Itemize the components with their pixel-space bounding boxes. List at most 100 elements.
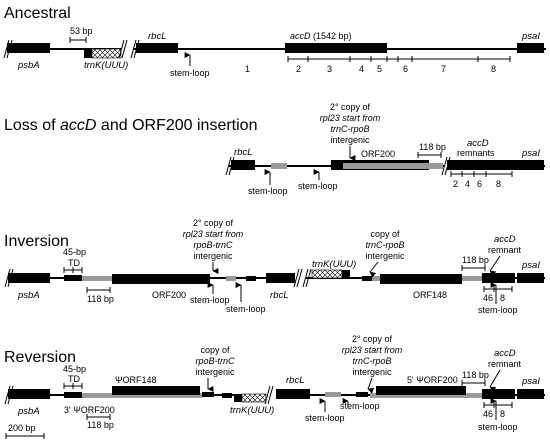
gene-psai bbox=[517, 273, 544, 283]
break-mark bbox=[228, 156, 235, 176]
label-td: 45-bp bbox=[63, 364, 86, 374]
label-trnk: trnK(UUU) bbox=[84, 60, 128, 71]
segment-label: 46 bbox=[483, 409, 493, 419]
region-grey bbox=[82, 393, 202, 398]
gene-accd-remnant bbox=[482, 389, 515, 399]
gene-trnk-exon bbox=[342, 270, 350, 278]
label-copy-line: intergenic bbox=[352, 367, 392, 377]
pointer-arrow bbox=[367, 377, 375, 394]
segment-label: 8 bbox=[496, 179, 501, 189]
segment-label: 8 bbox=[500, 293, 505, 303]
label-accd: accD bbox=[494, 348, 516, 359]
label-copy-line: rpl23 start from bbox=[320, 113, 381, 123]
break-mark bbox=[264, 385, 271, 405]
label-psba: psbA bbox=[17, 406, 40, 417]
label-copy-line: trnC-rpoB bbox=[330, 124, 369, 134]
label-remnant: remnant bbox=[488, 245, 522, 255]
gene-psai bbox=[517, 43, 544, 53]
label-psai: psaI bbox=[521, 31, 540, 42]
label-rbcl: rbcL bbox=[234, 147, 252, 158]
segment-label: 6 bbox=[403, 64, 408, 74]
label-copy-line: rpl23 start from bbox=[342, 345, 403, 355]
panel-loss: Loss of accD and ORF200 insertion 2° cop… bbox=[4, 102, 545, 196]
break-mark bbox=[118, 39, 125, 59]
segment-ticks bbox=[287, 56, 511, 62]
gene-rbcl bbox=[266, 273, 295, 283]
label-orf148: ORF148 bbox=[413, 290, 447, 300]
label-psba: psbA bbox=[17, 60, 40, 71]
label-copy-line: rpoB-trnC bbox=[195, 356, 235, 366]
pointer-arrow bbox=[369, 261, 379, 278]
label-copy-line: copy of bbox=[370, 229, 400, 239]
break-mark bbox=[3, 39, 10, 59]
segment-label: 2 bbox=[453, 179, 458, 189]
gene-rbcl bbox=[231, 160, 255, 170]
gene-accd bbox=[285, 43, 387, 53]
label-orf200: ORF200 bbox=[361, 149, 395, 159]
break-mark bbox=[6, 39, 13, 59]
gene-trnk-exon bbox=[234, 394, 242, 402]
label-stem-loop: stem-loop bbox=[305, 413, 345, 423]
label-copy-line: intergenic bbox=[330, 135, 370, 145]
region-grey bbox=[325, 392, 341, 397]
label-td: TD bbox=[68, 258, 80, 268]
segment-label: 4 bbox=[465, 179, 470, 189]
break-mark bbox=[441, 156, 448, 176]
label-stem-loop: stem-loop bbox=[226, 304, 266, 314]
gene-trnk-intron bbox=[91, 48, 122, 59]
gene-psba bbox=[8, 389, 50, 399]
label-orf200: ORF200 bbox=[152, 290, 186, 300]
region-grey bbox=[226, 276, 236, 281]
label-118bp: 118 bp bbox=[87, 420, 114, 430]
segment-label: 8 bbox=[491, 64, 496, 74]
break-mark bbox=[4, 268, 11, 288]
break-mark bbox=[7, 385, 14, 405]
break-mark bbox=[225, 156, 232, 176]
region-grey bbox=[271, 163, 287, 169]
region-trnc bbox=[356, 392, 368, 397]
gene-trnk-exon bbox=[84, 49, 92, 58]
break-mark bbox=[267, 385, 274, 405]
region-trnc bbox=[362, 276, 372, 281]
break-mark bbox=[133, 39, 140, 59]
gene-psba bbox=[7, 43, 50, 53]
label-accd: accD (1542 bp) bbox=[290, 31, 352, 41]
break-mark bbox=[296, 268, 303, 288]
label-stem-loop: stem-loop bbox=[190, 295, 230, 305]
label-psiorf148: ΨORF148 bbox=[115, 375, 157, 385]
segment-label: 8 bbox=[500, 409, 505, 419]
panel-title-inversion: Inversion bbox=[4, 233, 69, 250]
gene-orf148 bbox=[380, 274, 462, 284]
panel-inversion: Inversion 45-bp TD psbA 118 bp ORF200 2°… bbox=[4, 218, 545, 315]
gene-psba bbox=[8, 273, 50, 283]
label-rbcl: rbcL bbox=[270, 290, 288, 301]
label-stem-loop: stem-loop bbox=[340, 401, 380, 411]
region-grey bbox=[343, 163, 443, 169]
segment-label: 4 bbox=[359, 64, 364, 74]
gene-psiorf200-5 bbox=[376, 386, 466, 395]
gene-psai bbox=[517, 160, 544, 170]
label-118bp: 118 bp bbox=[87, 294, 114, 304]
gene-trnk-intron bbox=[241, 393, 267, 403]
region-stem bbox=[246, 276, 256, 281]
label-200bp: 200 bp bbox=[8, 423, 36, 433]
label-accd: accD bbox=[467, 138, 489, 149]
segment-label: 1 bbox=[245, 64, 250, 74]
label-copy-line: rpoB-trnC bbox=[193, 240, 233, 250]
label-rbcl: rbcL bbox=[148, 31, 166, 42]
label-trnk: trnK(UUU) bbox=[230, 405, 274, 416]
label-stem-loop: stem-loop bbox=[478, 305, 518, 315]
pointer-arrow bbox=[489, 369, 501, 393]
segment-ticks bbox=[450, 171, 513, 177]
label-psiorf200-3: 3' ΨORF200 bbox=[64, 405, 115, 415]
gene-psiorf148 bbox=[112, 386, 200, 395]
break-mark bbox=[293, 268, 300, 288]
label-rbcl: rbcL bbox=[286, 375, 304, 386]
panel-title-ancestral: Ancestral bbox=[4, 5, 71, 22]
label-trnk: trnK(UUU) bbox=[312, 259, 356, 270]
label-copy-line: intergenic bbox=[195, 367, 235, 377]
gene-trnk-intron bbox=[311, 269, 343, 279]
label-copy-line: copy of bbox=[200, 345, 230, 355]
label-118bp: 118 bp bbox=[419, 142, 446, 152]
label-copy-line: 2° copy of bbox=[352, 334, 393, 344]
